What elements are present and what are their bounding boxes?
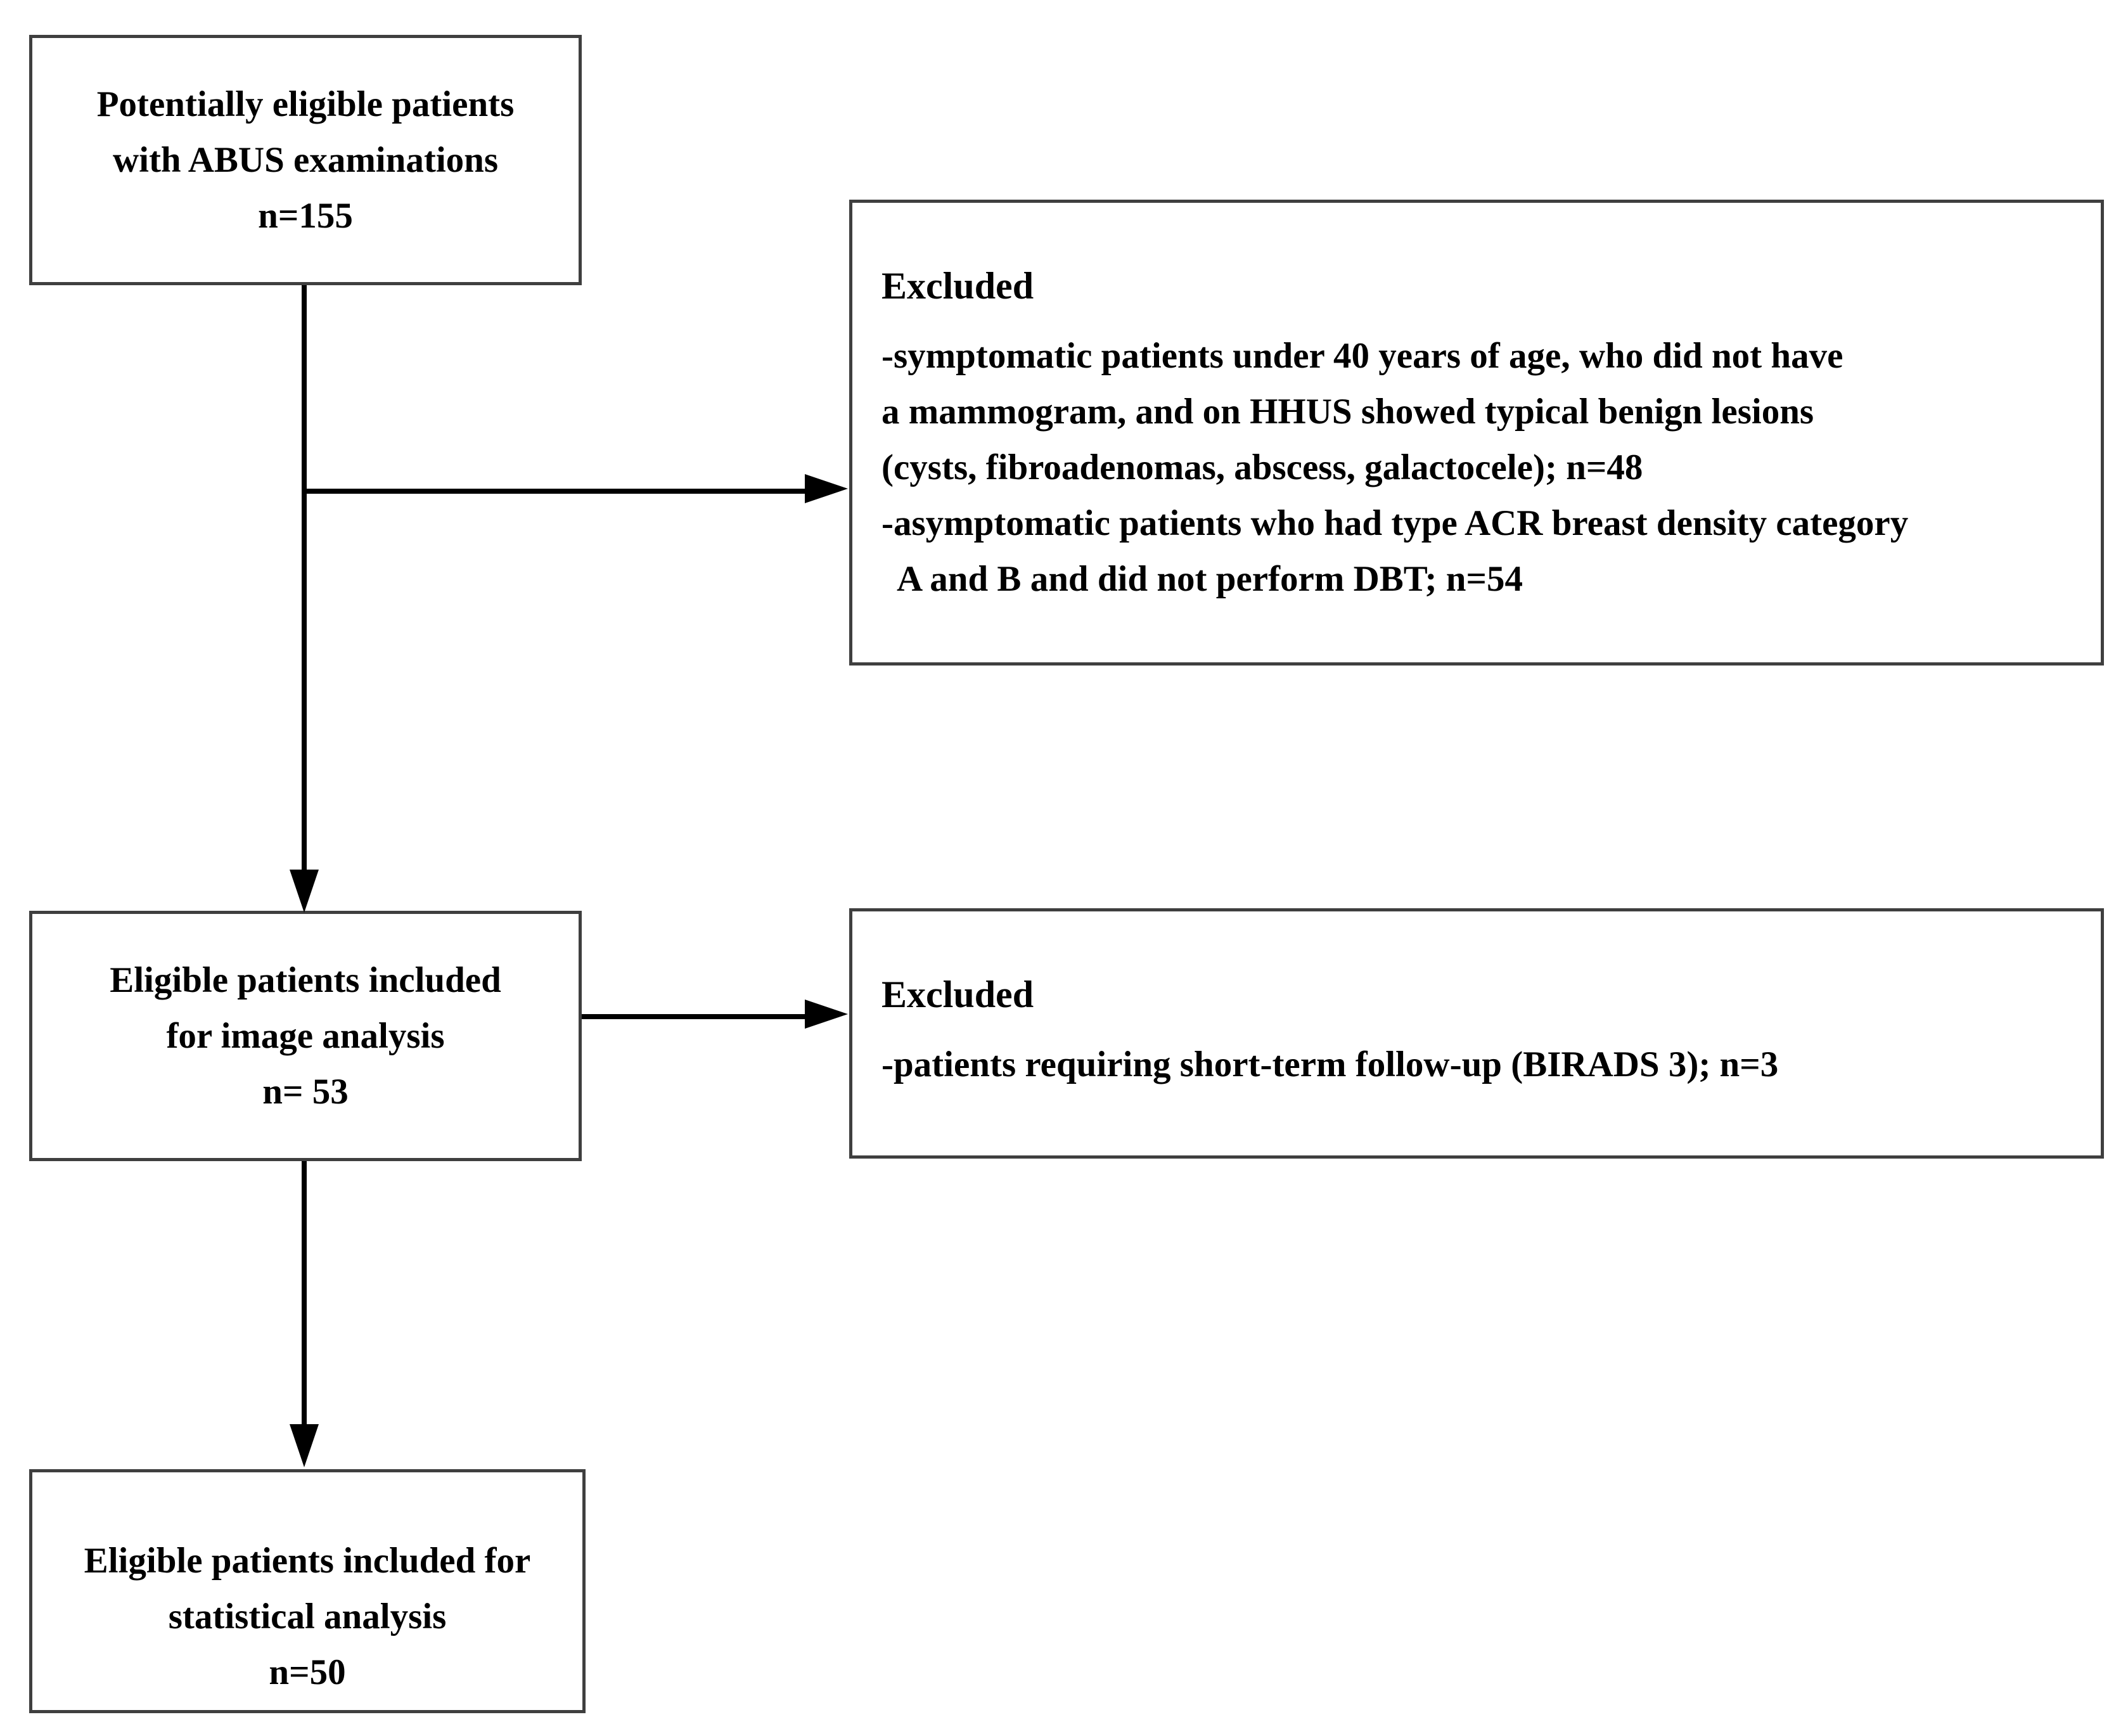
box-text-line: Eligible patients included for — [84, 1540, 531, 1581]
box-count: n=155 — [258, 195, 353, 236]
arrowhead-down-icon — [290, 870, 319, 913]
excluded-item: -patients requiring short-term follow-up… — [881, 1045, 1779, 1084]
excluded-item: A and B and did not perform DBT; n=54 — [897, 559, 1523, 599]
box-text-line: with ABUS examinations — [112, 139, 499, 180]
box-excluded-initial: Excluded -symptomatic patients under 40 … — [849, 200, 2104, 665]
arrowhead-down-icon — [290, 1424, 319, 1467]
box-eligible-statistical-analysis: Eligible patients included for statistic… — [29, 1469, 586, 1713]
flow-line-down-2 — [302, 1161, 307, 1426]
box-text-line: statistical analysis — [168, 1596, 447, 1636]
excluded-item: -asymptomatic patients who had type ACR … — [881, 503, 1909, 543]
box-count: n=50 — [269, 1652, 346, 1692]
box-text-line: Potentially eligible patients — [96, 84, 515, 124]
arrowhead-right-icon — [805, 1000, 848, 1029]
box-count: n= 53 — [262, 1071, 349, 1112]
box-text-line: Eligible patients included — [110, 960, 501, 1000]
box-excluded-followup: Excluded -patients requiring short-term … — [849, 908, 2104, 1159]
arrowhead-right-icon — [805, 474, 848, 503]
box-eligible-image-analysis: Eligible patients included for image ana… — [29, 911, 582, 1161]
flow-line-branch-excluded-1 — [304, 489, 805, 494]
flow-line-down-1 — [302, 285, 307, 871]
excluded-item: (cysts, fibroadenomas, abscess, galactoc… — [881, 447, 1643, 487]
box-text-line: for image analysis — [166, 1015, 445, 1056]
flow-line-branch-excluded-2 — [582, 1014, 805, 1019]
box-potentially-eligible-patients: Potentially eligible patients with ABUS … — [29, 35, 582, 285]
excluded-item: -symptomatic patients under 40 years of … — [881, 336, 1843, 376]
excluded-heading: Excluded — [881, 265, 1034, 307]
excluded-item: a mammogram, and on HHUS showed typical … — [881, 392, 1814, 432]
excluded-heading: Excluded — [881, 974, 1034, 1015]
